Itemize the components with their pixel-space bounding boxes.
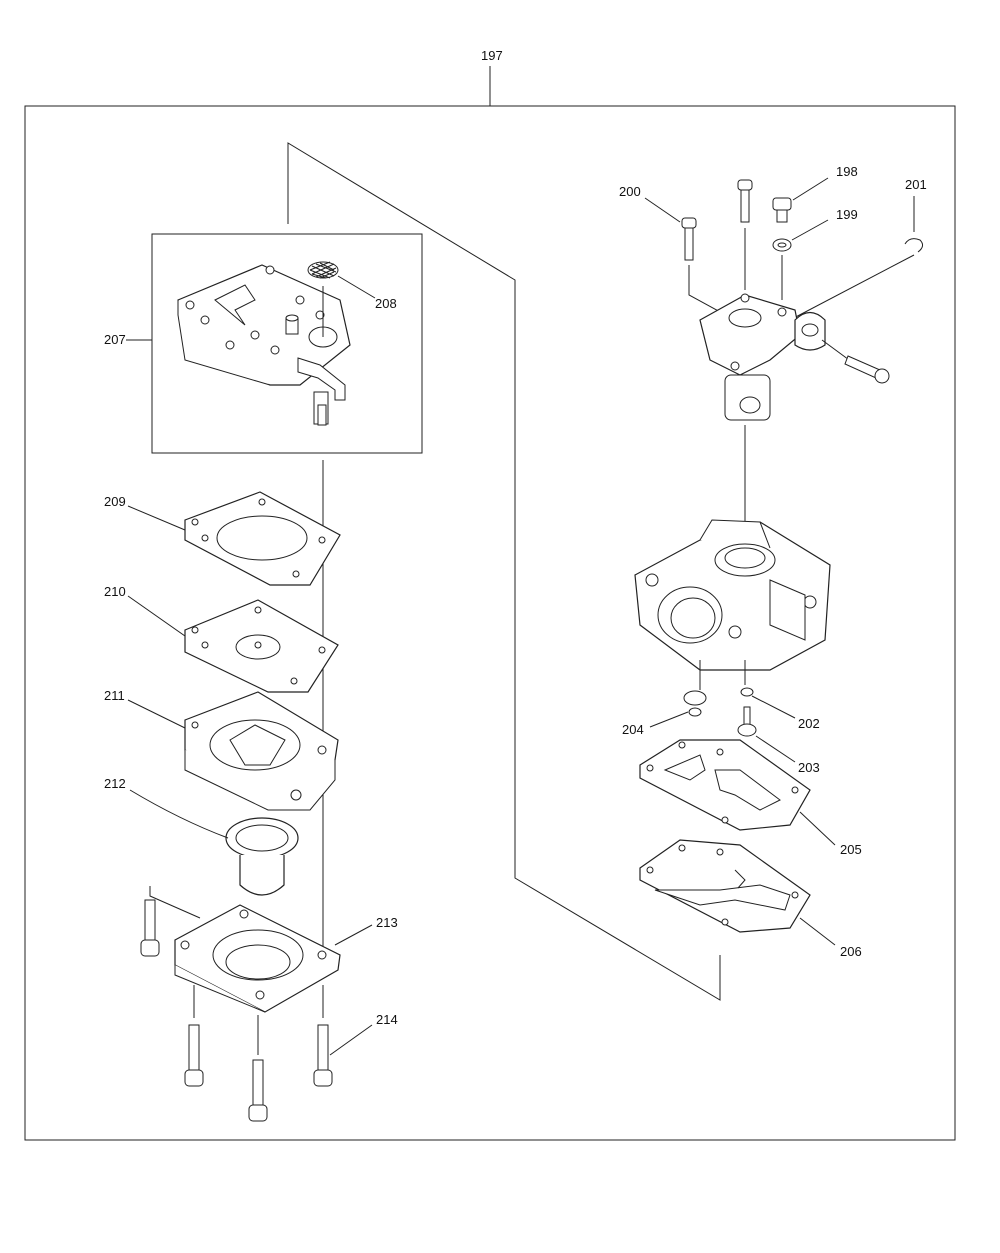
label-213: 213 (376, 915, 398, 930)
label-203: 203 (798, 760, 820, 775)
part-214-screws (140, 886, 373, 1122)
part-206-diaphragm (639, 839, 836, 946)
part-211-pump-body (127, 691, 339, 811)
part-212-check-valve (129, 789, 299, 896)
part-202-o-ring (740, 687, 796, 719)
label-210: 210 (104, 584, 126, 599)
part-207-pump-cover (126, 233, 423, 454)
label-209: 209 (104, 494, 126, 509)
throttle-valve-assembly (699, 293, 890, 525)
label-204: 204 (622, 722, 644, 737)
label-197: 197 (481, 48, 503, 63)
carburetor-body (634, 519, 831, 690)
label-200: 200 (619, 184, 641, 199)
label-199: 199 (836, 207, 858, 222)
part-198-idle-screw (772, 177, 829, 223)
label-205: 205 (840, 842, 862, 857)
label-211: 211 (104, 688, 125, 703)
part-201-e-clip (789, 196, 924, 321)
label-214: 214 (376, 1012, 398, 1027)
label-206: 206 (840, 944, 862, 959)
label-201: 201 (905, 177, 927, 192)
part-213-cover-plate (174, 904, 373, 1013)
part-203-needle (737, 706, 796, 763)
label-207: 207 (104, 332, 126, 347)
part-209-gasket (127, 491, 341, 586)
part-205-gasket (639, 739, 836, 846)
label-212: 212 (104, 776, 126, 791)
part-199-washer (772, 219, 829, 252)
label-202: 202 (798, 716, 820, 731)
part-210-diaphragm (127, 595, 339, 693)
part-204-plug (649, 690, 707, 728)
subassembly-bracket (287, 142, 721, 1001)
label-198: 198 (836, 164, 858, 179)
label-208: 208 (375, 296, 397, 311)
part-208-filter-screen (307, 261, 376, 299)
